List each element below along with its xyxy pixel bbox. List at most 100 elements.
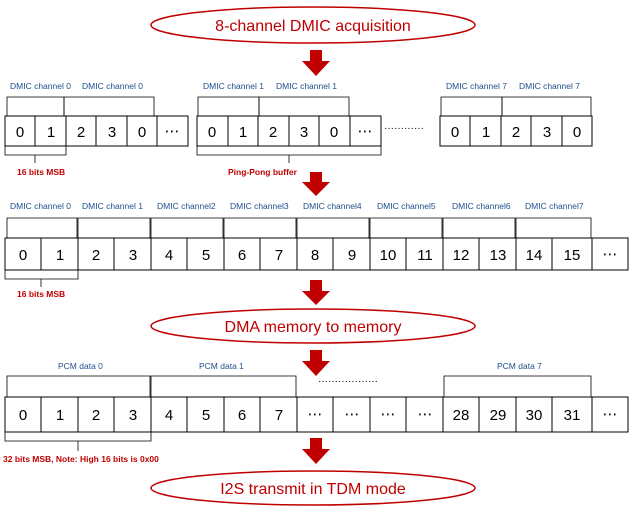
row1-label-a1: DMIC channel 0 <box>82 81 143 91</box>
row1-c-cell-4: 0 <box>573 124 581 141</box>
row1-c-cell-1: 1 <box>482 124 490 141</box>
row1-label-a0: DMIC channel 0 <box>10 81 71 91</box>
row2-cell-7: 7 <box>275 247 283 264</box>
row1-b-cell-2: 2 <box>269 124 277 141</box>
row2-label-7: DMIC channel7 <box>525 201 584 211</box>
step-i2s-ellipse <box>150 470 476 506</box>
row1-labels: DMIC channel 0 DMIC channel 0 DMIC chann… <box>10 81 580 91</box>
row2-buffer: 0 1 2 3 4 5 6 7 8 9 10 11 12 13 14 15 ⋯ <box>4 237 629 271</box>
row1-label-b1: DMIC channel 1 <box>276 81 337 91</box>
row3-cell-6: 6 <box>238 407 246 424</box>
row2-cell-3: 3 <box>129 247 137 264</box>
row1-c-cell-3: 3 <box>543 124 551 141</box>
row3-label-pcm0: PCM data 0 <box>58 361 103 371</box>
row2-top-braces <box>6 217 592 238</box>
row2-label-6: DMIC channel6 <box>452 201 511 211</box>
row2-note-msb: 16 bits MSB <box>17 289 65 299</box>
row2-cell-12: 12 <box>453 247 470 264</box>
row2-labels: DMIC channel 0 DMIC channel 1 DMIC chann… <box>10 201 584 211</box>
row1-b-cell-4: 0 <box>330 124 338 141</box>
step-dma: DMA memory to memory <box>150 308 476 344</box>
row3-cell-3: 3 <box>129 407 137 424</box>
row2-label-2: DMIC channel2 <box>157 201 216 211</box>
row2-cell-9: 9 <box>348 247 356 264</box>
row2-cell-14: 14 <box>526 247 543 264</box>
row2-label-3: DMIC channel3 <box>230 201 289 211</box>
row2-cell-16: ⋯ <box>603 246 618 263</box>
row2-bottom-brace <box>4 270 79 287</box>
step-dma-label: DMA memory to memory <box>225 319 402 336</box>
row2-cell-1: 1 <box>56 247 64 264</box>
row3-cell-13: 29 <box>490 407 507 424</box>
row1-c-cell-0: 0 <box>451 124 459 141</box>
row3-cell-5: 5 <box>202 407 210 424</box>
row1-b-cell-5: ⋯ <box>358 123 373 140</box>
row3-cell-2: 2 <box>92 407 100 424</box>
row3-cell-11: ⋯ <box>418 406 433 423</box>
arrow-down-3 <box>302 280 330 305</box>
row2-cell-6: 6 <box>238 247 246 264</box>
row2-cell-5: 5 <box>202 247 210 264</box>
arrow-down-1 <box>302 50 330 76</box>
row3-cell-7: 7 <box>275 407 283 424</box>
row1-b-cell-3: 3 <box>300 124 308 141</box>
row1-label-c1: DMIC channel 7 <box>519 81 580 91</box>
step-i2s-label: I2S transmit in TDM mode <box>220 481 406 498</box>
row3-label-pcm1: PCM data 1 <box>199 361 244 371</box>
row3-buffer: 0 1 2 3 4 5 6 7 ⋯ ⋯ ⋯ ⋯ 28 29 30 31 ⋯ <box>4 396 629 433</box>
row2-label-0: DMIC channel 0 <box>10 201 71 211</box>
arrow-down-4 <box>302 350 330 376</box>
row1-top-braces <box>6 96 592 116</box>
row1-note-pingpong: Ping-Pong buffer <box>228 167 298 177</box>
row1-a-cell-5: ⋯ <box>165 123 180 140</box>
row2-cell-8: 8 <box>311 247 319 264</box>
row3-cell-9: ⋯ <box>345 406 360 423</box>
row1-buffer-c: 0 1 2 3 0 <box>439 115 593 147</box>
row2-cell-0: 0 <box>19 247 27 264</box>
row2-label-1: DMIC channel 1 <box>82 201 143 211</box>
row1-b-cell-0: 0 <box>208 124 216 141</box>
row3-cell-1: 1 <box>56 407 64 424</box>
row1-note-msb: 16 bits MSB <box>17 167 65 177</box>
row1-ellipsis: ············ <box>384 123 424 134</box>
row1-c-cell-2: 2 <box>512 124 520 141</box>
row1-label-c0: DMIC channel 7 <box>446 81 507 91</box>
step-i2s: I2S transmit in TDM mode <box>150 470 476 506</box>
step-acquisition: 8-channel DMIC acquisition <box>150 6 476 44</box>
row2-cell-4: 4 <box>165 247 173 264</box>
row1-a-cell-0: 0 <box>16 124 24 141</box>
row3-cell-16: ⋯ <box>603 406 618 423</box>
row2-cell-11: 11 <box>417 247 433 264</box>
arrow-down-2 <box>302 172 330 196</box>
row2-cell-13: 13 <box>490 247 507 264</box>
row3-ellipsis: ·················· <box>318 376 378 387</box>
row3-cell-0: 0 <box>19 407 27 424</box>
row1-b-cell-1: 1 <box>239 124 247 141</box>
row3-cell-4: 4 <box>165 407 173 424</box>
row1-a-cell-2: 2 <box>77 124 85 141</box>
row2-cell-2: 2 <box>92 247 100 264</box>
row1-a-cell-4: 0 <box>138 124 146 141</box>
row1-a-cell-1: 1 <box>47 124 55 141</box>
row1-a-cell-3: 3 <box>108 124 116 141</box>
row2-cell-10: 10 <box>380 247 397 264</box>
row3-top-braces <box>6 375 592 397</box>
row3-bottom-brace <box>4 432 152 451</box>
row3-note: 32 bits MSB, Note: High 16 bits is 0x00 <box>3 454 159 464</box>
row3-cell-15: 31 <box>564 407 581 424</box>
step-acquisition-ellipse <box>150 6 476 44</box>
row3-cell-12: 28 <box>453 407 470 424</box>
step-dma-ellipse <box>150 308 476 344</box>
row1-label-b0: DMIC channel 1 <box>203 81 264 91</box>
row1-buffer-b: 0 1 2 3 0 ⋯ <box>196 115 382 147</box>
step-acquisition-label: 8-channel DMIC acquisition <box>215 18 411 35</box>
row2-cell-15: 15 <box>564 247 581 264</box>
row3-label-pcm7: PCM data 7 <box>497 361 542 371</box>
row1-buffer-a: 0 1 2 3 0 ⋯ <box>4 115 189 147</box>
row3-cell-8: ⋯ <box>308 406 323 423</box>
row3-labels: PCM data 0 PCM data 1 PCM data 7 <box>58 361 542 371</box>
row2-label-4: DMIC channel4 <box>303 201 362 211</box>
arrow-down-5 <box>302 438 330 464</box>
